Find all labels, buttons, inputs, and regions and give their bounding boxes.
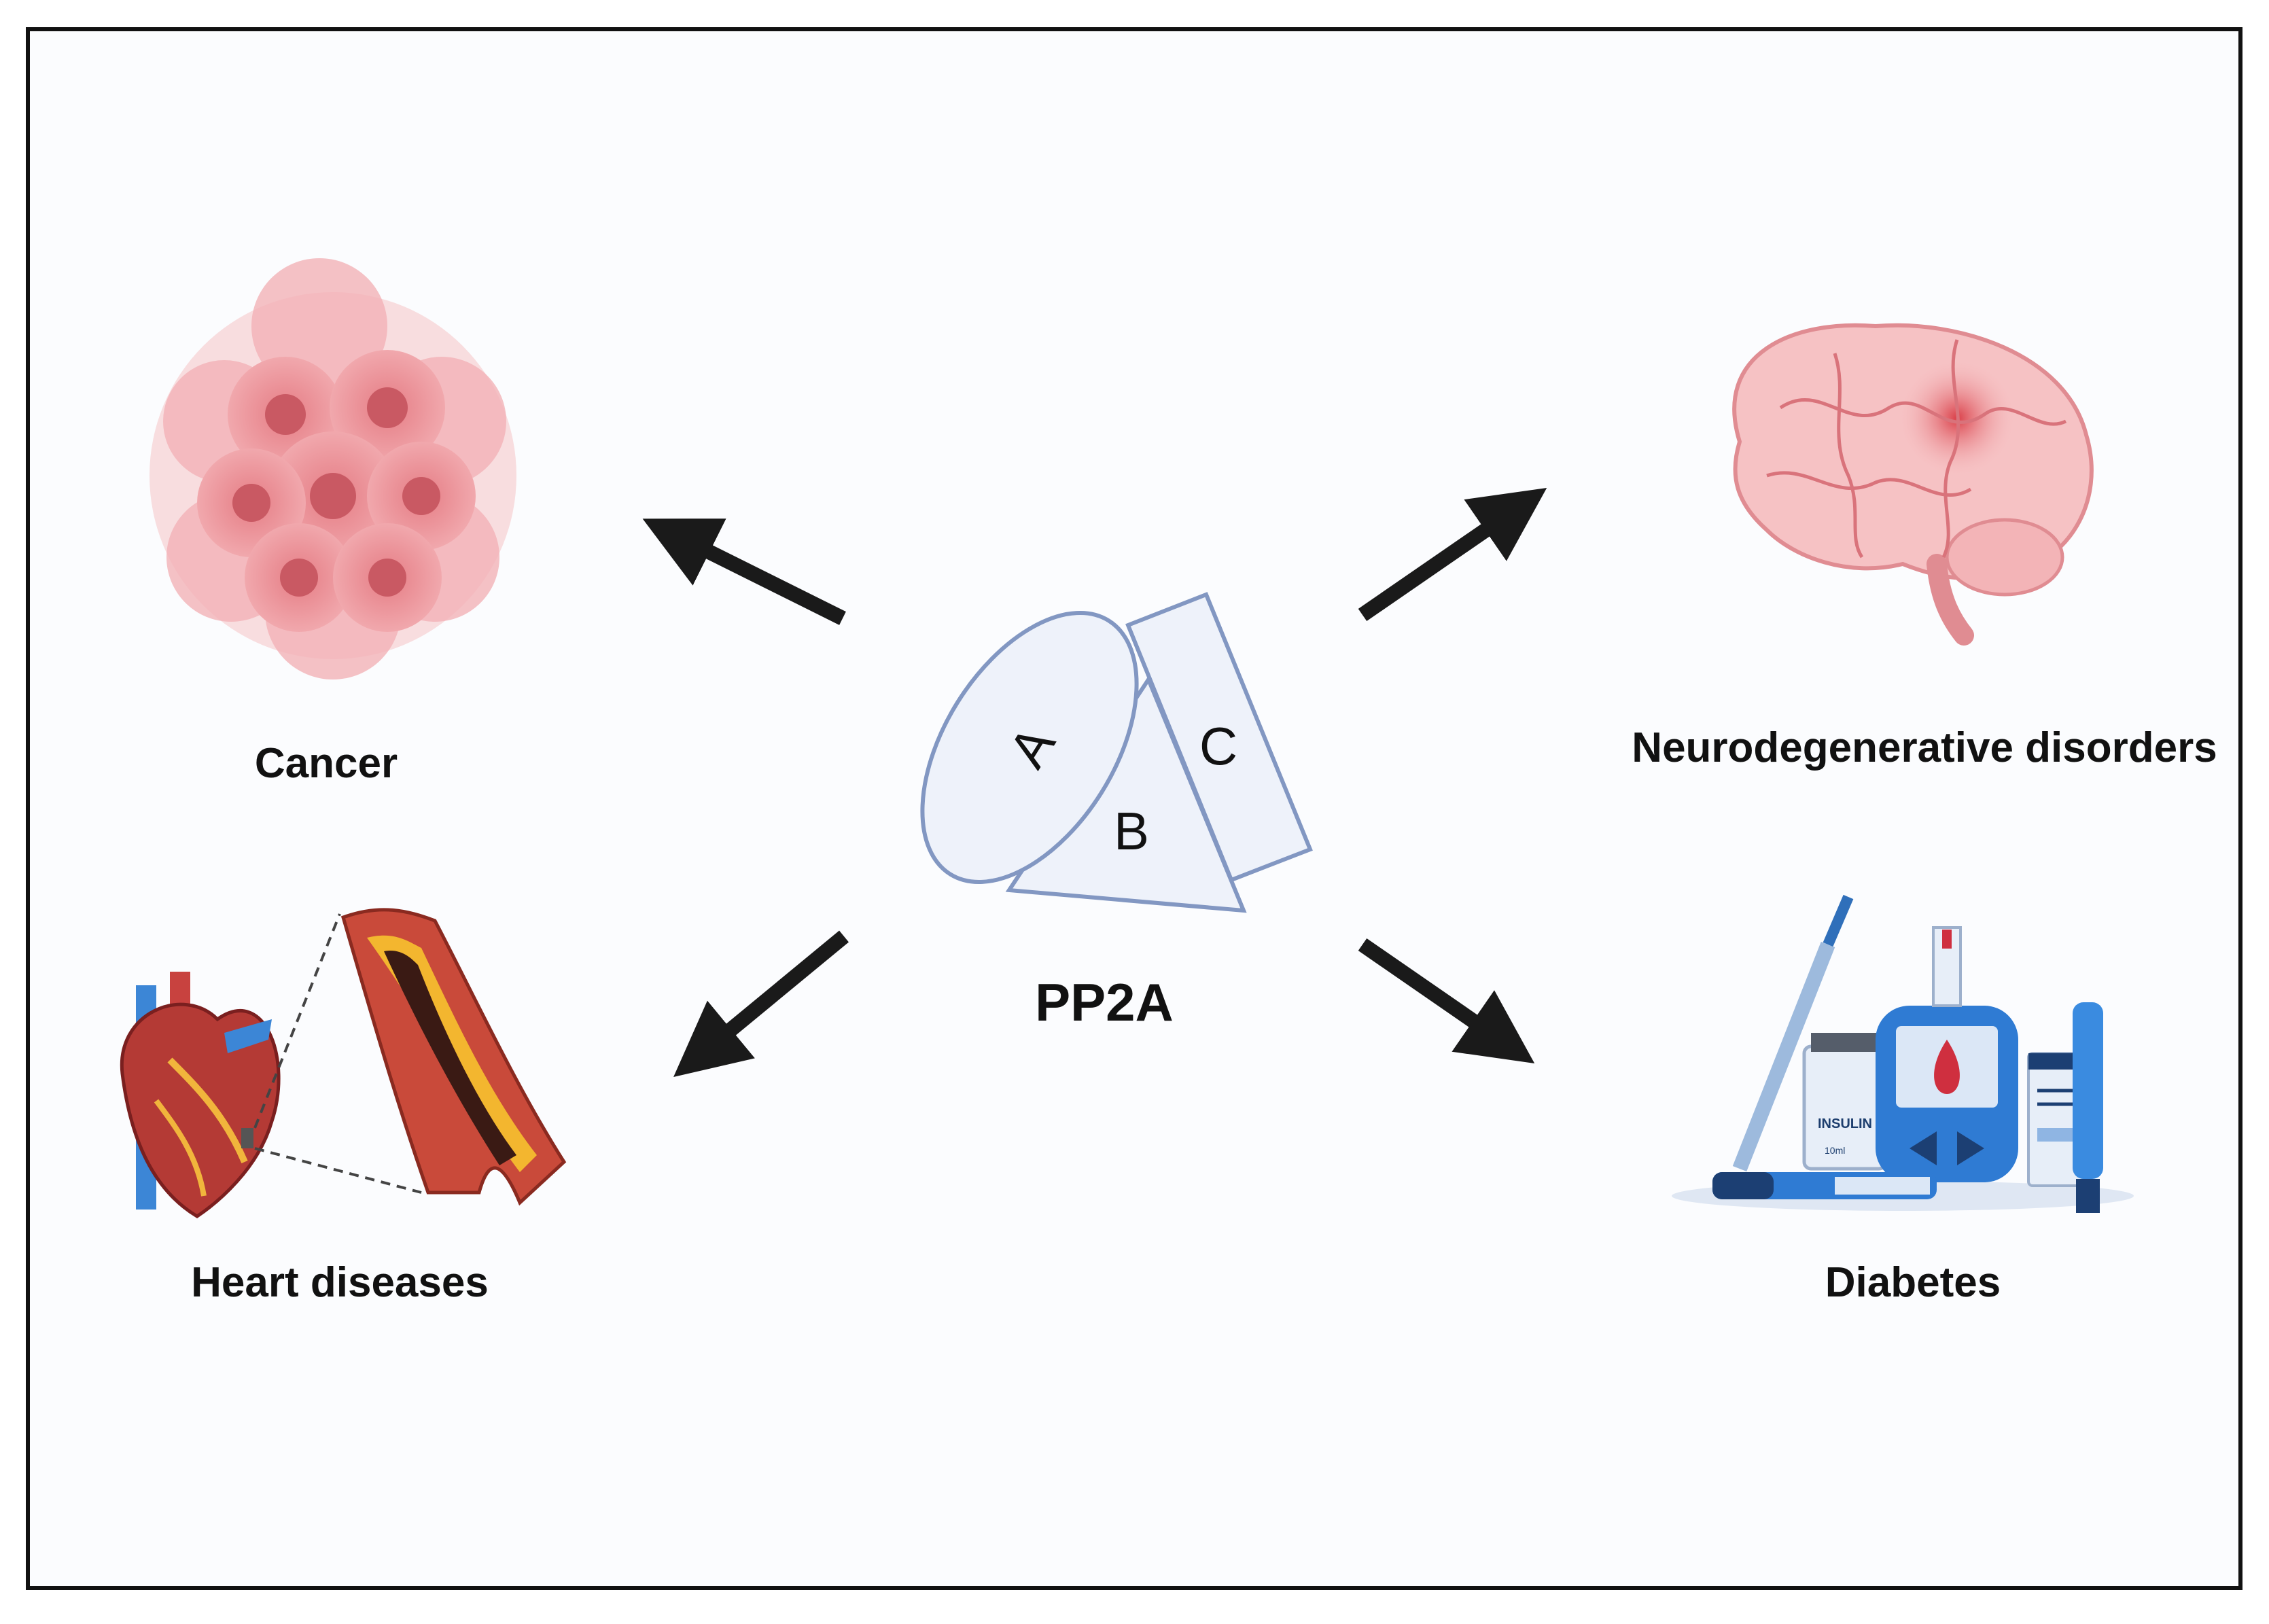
subunit-a-shape [920, 611, 1139, 884]
insulin-vial-label: INSULIN [1818, 1116, 1872, 1131]
subunit-b-label: B [1114, 801, 1149, 861]
diabetes-kit-icon: INSULIN 10ml [1672, 894, 2134, 1213]
disease-label-diabetes: Diabetes [1825, 1259, 2001, 1306]
insulin-vial-volume: 10ml [1825, 1145, 1845, 1156]
arrow-to-heart [673, 930, 849, 1077]
pp2a-label: PP2A [1035, 972, 1174, 1032]
pp2a-complex-icon: A B C [920, 592, 1313, 913]
disease-label-neurodegenerative: Neurodegenerative disorders [1632, 724, 2217, 771]
arrow-to-diabetes [1358, 938, 1535, 1064]
subunit-c-label: C [1199, 716, 1237, 776]
arrow-to-cancer [642, 518, 846, 625]
arrow-to-neuro [1358, 488, 1547, 622]
cancer-cell-cluster-icon [149, 258, 516, 679]
disease-label-cancer: Cancer [254, 740, 398, 787]
brain-icon [1732, 323, 2094, 646]
heart-artery-icon [120, 908, 567, 1218]
disease-label-heart: Heart diseases [191, 1259, 489, 1306]
